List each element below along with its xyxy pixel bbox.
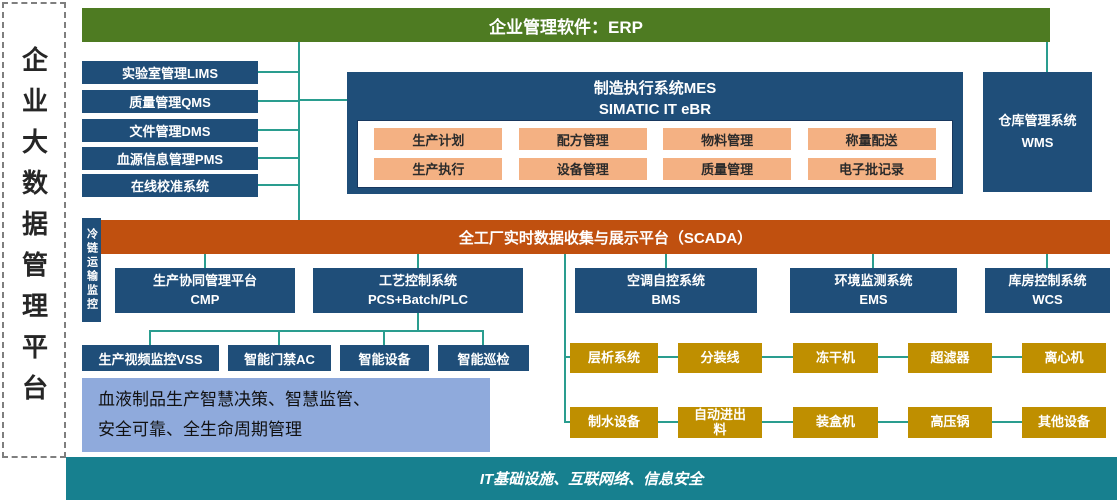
smart-access-control-ac: 智能门禁AC [228,345,331,371]
erp-header: 企业管理软件：ERP [82,8,1050,42]
connector-line [298,42,300,220]
platform-ems-line1: 环境监测系统 [834,272,913,288]
connector-line [258,184,299,186]
platform-bms-line2: BMS [651,291,681,307]
connector-line [258,100,299,102]
mes-module-recipe-management: 配方管理 [518,128,647,151]
mes-module-weighing-dispatch: 称量配送 [807,128,936,151]
platform-cmp-line2: CMP [190,291,220,307]
platform-bms: 空调自控系统 BMS [575,268,757,313]
equipment-other: 其他设备 [1022,407,1106,438]
platform-pcs-line2: PCS+Batch/PLC [367,291,469,307]
cold-chain-monitoring-tab: 冷链运输监控 [82,218,101,322]
equipment-ultrafilter: 超滤器 [908,343,992,373]
module-dms: 文件管理DMS [82,119,258,142]
mes-module-material-management: 物料管理 [663,128,792,151]
connector-line [665,254,667,268]
mes-module-equipment-management: 设备管理 [518,157,647,180]
mes-title: 制造执行系统MES SIMATIC IT eBR [347,78,963,120]
platform-wcs-line2: WCS [1032,291,1063,307]
mes-title-line1: 制造执行系统MES [593,80,717,97]
connector-line [417,313,419,331]
equipment-filling-line: 分装线 [678,343,762,373]
connector-line [258,157,299,159]
mes-module-panel: 生产计划 配方管理 物料管理 称量配送 生产执行 设备管理 质量管理 电子批记录 [357,120,953,188]
equipment-auto-loading: 自动进出料 [678,407,762,438]
platform-ems: 环境监测系统 EMS [790,268,957,313]
connector-line [417,254,419,268]
connector-line [383,330,385,345]
cold-chain-label: 冷链运输监控 [85,228,98,312]
platform-bms-line1: 空调自控系统 [626,272,705,288]
mes-module-production-execution: 生产执行 [374,157,503,180]
module-pms: 血源信息管理PMS [82,147,258,170]
connector-line [564,254,566,423]
platform-pcs-line1: 工艺控制系统 [378,272,457,288]
platform-cmp: 生产协同管理平台 CMP [115,268,295,313]
equipment-cartoning-machine: 装盒机 [793,407,878,438]
big-data-platform-title: 企业大数据管理平台 [18,45,49,415]
mes-module-row: 生产计划 配方管理 物料管理 称量配送 [358,128,952,151]
connector-line [149,330,151,345]
equipment-centrifuge: 离心机 [1022,343,1106,373]
summary-line2: 安全可靠、全生命周期管理 [98,420,302,439]
equipment-freeze-dryer: 冻干机 [793,343,878,373]
platform-pcs: 工艺控制系统 PCS+Batch/PLC [313,268,523,313]
smart-video-surveillance-vss: 生产视频监控VSS [82,345,219,371]
connector-line [1046,42,1048,72]
mes-module-quality-management: 质量管理 [663,157,792,180]
connector-line [258,129,299,131]
it-infrastructure-footer: IT基础设施、互联网络、信息安全 [66,457,1117,500]
big-data-platform-band: 企业大数据管理平台 [2,2,66,458]
platform-wcs: 库房控制系统 WCS [985,268,1110,313]
summary-callout: 血液制品生产智慧决策、智慧监管、 安全可靠、全生命周期管理 [82,378,490,452]
platform-cmp-line1: 生产协同管理平台 [152,272,257,288]
module-lims: 实验室管理LIMS [82,61,258,84]
module-qms: 质量管理QMS [82,90,258,113]
connector-line [278,330,280,345]
connector-line [204,254,206,268]
mes-module-production-plan: 生产计划 [374,128,503,151]
connector-line [298,99,348,101]
connector-line [872,254,874,268]
smart-inspection: 智能巡检 [438,345,529,371]
platform-wcs-line1: 库房控制系统 [1008,272,1087,288]
mes-title-line2: SIMATIC IT eBR [598,101,712,118]
module-online-calibration: 在线校准系统 [82,174,258,197]
connector-line [482,330,484,345]
wms-block: 仓库管理系统 WMS [983,72,1092,192]
scada-bar: 全工厂实时数据收集与展示平台（SCADA） [101,220,1110,254]
mes-module-electronic-batch-record: 电子批记录 [807,157,936,180]
equipment-chromatography-system: 层析系统 [570,343,658,373]
equipment-water-system: 制水设备 [570,407,658,438]
platform-ems-line2: EMS [859,291,888,307]
mes-block: 制造执行系统MES SIMATIC IT eBR 生产计划 配方管理 物料管理 … [347,72,963,194]
connector-line [150,330,484,332]
smart-equipment: 智能设备 [340,345,429,371]
wms-label-line1: 仓库管理系统 [998,112,1077,128]
equipment-autoclave: 高压锅 [908,407,992,438]
wms-label-line2: WMS [1021,135,1054,150]
connector-line [1046,254,1048,268]
mes-module-row: 生产执行 设备管理 质量管理 电子批记录 [358,157,952,180]
summary-line1: 血液制品生产智慧决策、智慧监管、 [98,390,370,410]
connector-line [258,71,299,73]
